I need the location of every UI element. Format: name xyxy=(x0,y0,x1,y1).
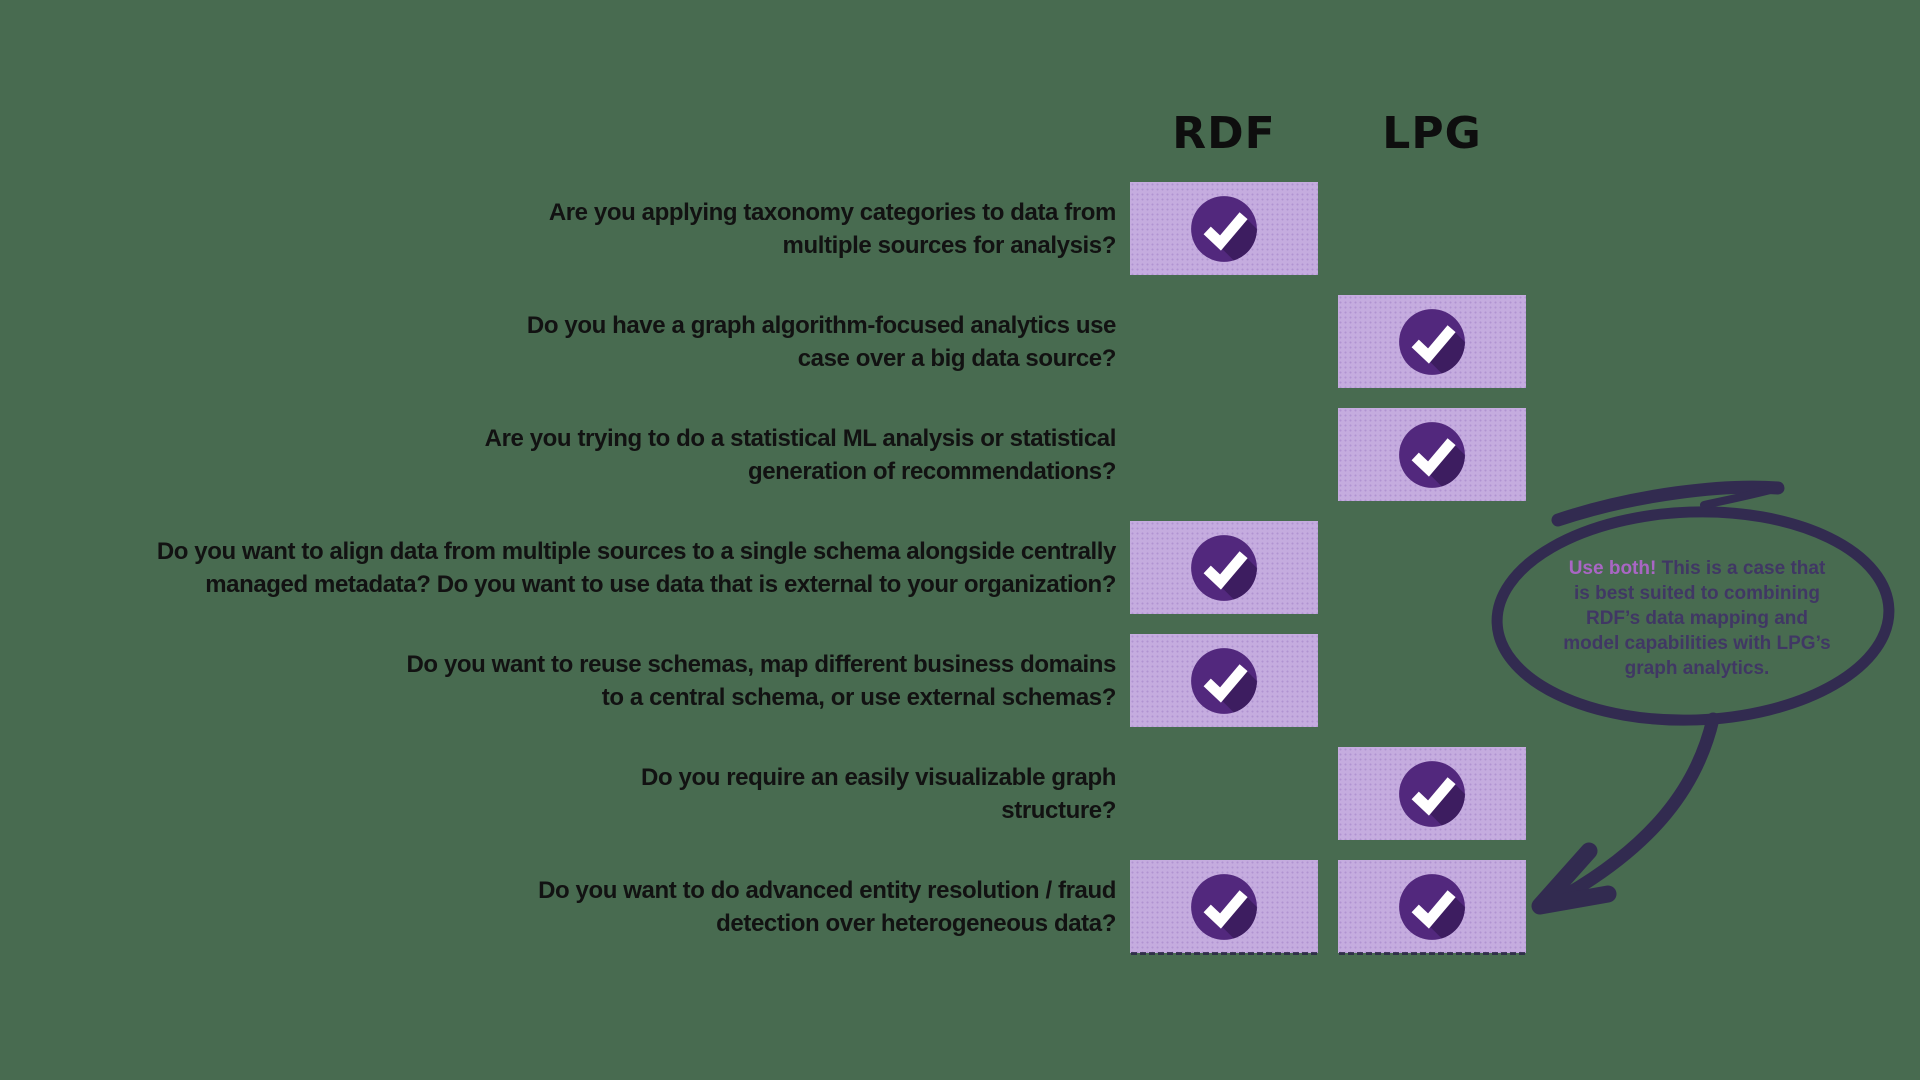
check-icon xyxy=(1399,421,1465,488)
question-wrap: Are you applying taxonomy categories to … xyxy=(0,182,1117,275)
rdf-check-cell xyxy=(1130,634,1318,727)
check-icon xyxy=(1399,873,1465,940)
check-icon xyxy=(1191,647,1257,714)
check-icon xyxy=(1191,534,1257,601)
lpg-check-cell xyxy=(1338,860,1526,955)
question-row: Do you require an easily visualizable gr… xyxy=(0,747,1920,840)
question-wrap: Do you want to reuse schemas, map differ… xyxy=(0,634,1116,727)
rdf-check-cell xyxy=(1130,521,1318,614)
question-text: Do you have a graph algorithm-focused an… xyxy=(526,311,1116,372)
question-row: Are you trying to do a statistical ML an… xyxy=(0,408,1920,501)
question-text: Do you want to reuse schemas, map differ… xyxy=(406,650,1116,711)
rdf-check-cell xyxy=(1130,182,1318,275)
question-text: Do you want to align data from multiple … xyxy=(156,537,1117,598)
question-row: Are you applying taxonomy categories to … xyxy=(0,182,1920,275)
question-wrap: Do you want to do advanced entity resolu… xyxy=(0,860,1116,953)
question-row: Do you want to reuse schemas, map differ… xyxy=(0,634,1920,727)
bubble-body-text: This is a case that is best suited to co… xyxy=(1563,558,1831,679)
question-text: Do you want to do advanced entity resolu… xyxy=(538,876,1116,937)
bubble-highlight-text: Use both! xyxy=(1568,558,1657,579)
check-icon xyxy=(1191,195,1257,262)
question-row: Do you have a graph algorithm-focused an… xyxy=(0,295,1920,388)
check-icon xyxy=(1399,760,1465,827)
question-wrap: Do you have a graph algorithm-focused an… xyxy=(0,295,1116,388)
question-row: Do you want to do advanced entity resolu… xyxy=(0,860,1920,955)
lpg-check-cell xyxy=(1338,747,1526,840)
check-icon xyxy=(1399,308,1465,375)
question-wrap: Do you want to align data from multiple … xyxy=(0,521,1117,614)
question-text: Do you require an easily visualizable gr… xyxy=(641,763,1116,824)
question-text: Are you applying taxonomy categories to … xyxy=(548,198,1117,259)
question-wrap: Do you require an easily visualizable gr… xyxy=(0,747,1116,840)
question-text: Are you trying to do a statistical ML an… xyxy=(484,424,1117,485)
column-header-lpg: LPG xyxy=(1382,108,1482,159)
rdf-check-cell xyxy=(1130,860,1318,955)
check-icon xyxy=(1191,873,1257,940)
lpg-check-cell xyxy=(1338,408,1526,501)
column-header-rdf: RDF xyxy=(1172,108,1276,159)
lpg-check-cell xyxy=(1338,295,1526,388)
question-row: Do you want to align data from multiple … xyxy=(0,521,1920,614)
question-wrap: Are you trying to do a statistical ML an… xyxy=(0,408,1117,501)
annotation-bubble-text: Use both! This is a case that is best su… xyxy=(1531,556,1863,681)
